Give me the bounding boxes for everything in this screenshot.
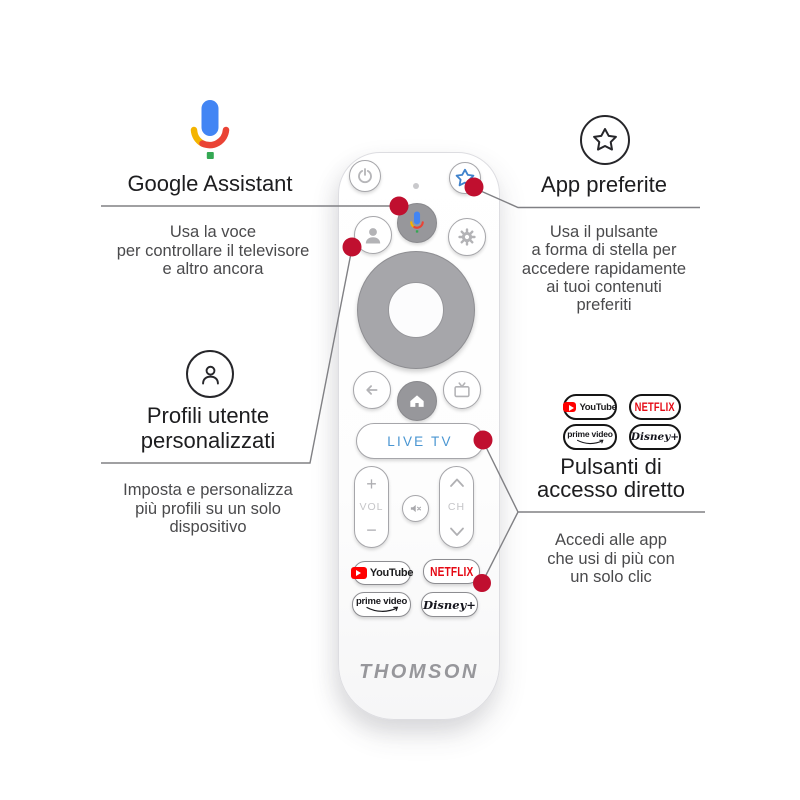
dpad-center-button — [388, 282, 444, 338]
prime-smile-arrow-icon — [576, 439, 604, 444]
section-description-profili: Imposta e personalizza più profili su un… — [123, 481, 293, 537]
brand-logo: THOMSON — [359, 661, 479, 683]
disney-plus-button: Disney+ — [421, 592, 478, 617]
power-button — [349, 160, 381, 192]
youtube-play-icon — [350, 567, 367, 579]
youtube-button: YouTube — [350, 561, 414, 585]
assistant-mic-button — [397, 203, 437, 243]
user-circle-icon — [186, 350, 234, 398]
app-badge-prime-video: prime video — [563, 424, 617, 450]
volume-rocker: + VOL − — [354, 466, 389, 548]
section-title-pulsanti: Pulsanti di accesso diretto — [537, 454, 685, 502]
star-circle-icon — [580, 115, 630, 165]
settings-button — [448, 218, 486, 256]
volume-down-label: − — [366, 520, 377, 540]
youtube-play-icon — [563, 402, 577, 412]
home-button — [397, 381, 437, 421]
gear-icon — [458, 228, 476, 246]
section-description-google-assistant: Usa la voce per controllare il televisor… — [116, 223, 310, 279]
youtube-label: YouTube — [369, 567, 414, 579]
chevron-down-icon — [449, 527, 464, 536]
power-icon — [358, 168, 372, 184]
user-icon — [365, 228, 381, 244]
live-tv-label: LIVE TV — [387, 433, 453, 449]
app-badge-netflix: NETFLIX — [629, 394, 681, 420]
channel-rocker: CH — [439, 466, 474, 548]
google-assistant-mic-icon — [190, 100, 230, 159]
prime-smile-arrow-icon — [365, 606, 398, 612]
back-arrow-icon — [366, 385, 378, 395]
volume-up-label: + — [366, 474, 377, 494]
live-channels-button — [443, 371, 481, 409]
section-title-app-preferite: App preferite — [541, 172, 667, 197]
netflix-button: NETFLIX — [423, 559, 480, 584]
chevron-up-icon — [449, 478, 464, 487]
home-icon — [410, 395, 424, 407]
favorite-star-button — [449, 162, 481, 194]
channel-label: CH — [447, 501, 466, 513]
star-icon — [455, 168, 475, 187]
live-tv-button: LIVE TV — [356, 423, 484, 459]
prime-video-button: prime video — [352, 592, 411, 617]
profile-button — [354, 216, 392, 254]
app-badge-disney-plus: Disney+ — [629, 424, 681, 450]
section-title-google-assistant: Google Assistant — [127, 171, 293, 196]
tv-icon — [454, 382, 470, 398]
section-description-pulsanti: Accedi alle app che usi di più con un so… — [547, 531, 675, 587]
netflix-label: NETFLIX — [429, 564, 474, 579]
volume-label: VOL — [359, 501, 384, 513]
google-mic-icon — [410, 211, 424, 233]
app-badge-youtube: YouTube — [563, 394, 617, 420]
disney-plus-label: Disney+ — [423, 597, 476, 612]
led-indicator — [413, 183, 419, 189]
section-title-profili: Profili utente personalizzati — [140, 403, 276, 453]
mute-button — [402, 495, 429, 522]
back-button — [353, 371, 391, 409]
remote-body: LIVE TV + VOL − CH YouTube — [338, 152, 500, 720]
prime-video-label: prime video — [355, 595, 408, 607]
dpad-ring — [357, 251, 475, 369]
section-description-app-preferite: Usa il pulsante a forma di stella per ac… — [521, 223, 687, 315]
speaker-mute-icon — [410, 504, 422, 513]
